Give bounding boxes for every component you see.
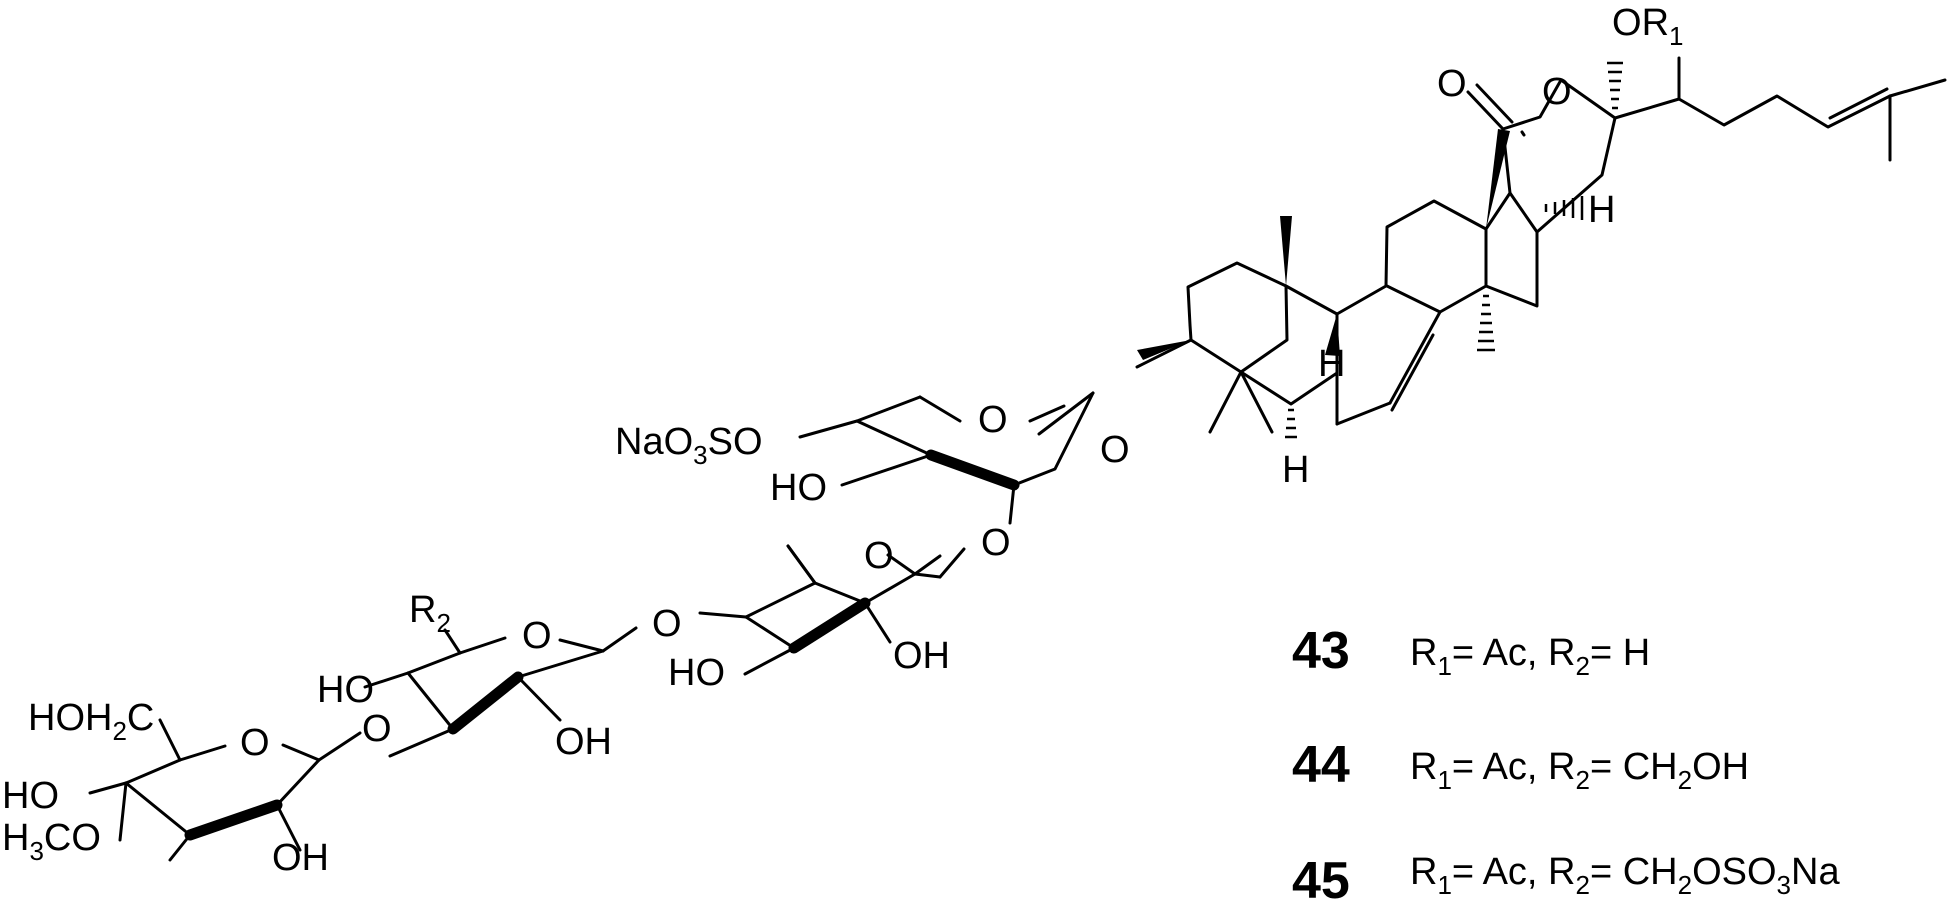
xylose-ring — [798, 391, 1095, 525]
lactone-o-label: O — [1542, 71, 1572, 113]
h-label: H — [1282, 449, 1309, 491]
compound-45: 45 R1= Ac, R2= CH2OSO3Na — [1292, 851, 1840, 907]
compound-substituents: R1= Ac, R2= CH2OSO3Na — [1410, 851, 1840, 900]
quinovose-ring — [698, 544, 966, 676]
glucose-ring — [363, 626, 638, 758]
ho-label: HO — [770, 467, 827, 509]
h3co-label: H3CO — [2, 817, 101, 866]
oh-label: OH — [272, 837, 329, 879]
link-o-label: O — [652, 603, 682, 645]
stereo-wedges — [1137, 129, 1510, 360]
ring-o-label: O — [522, 615, 552, 657]
compound-substituents: R1= Ac, R2= CH2OH — [1410, 746, 1749, 795]
compound-legend: 43 R1= Ac, R2= H 44 R1= Ac, R2= CH2OH 45… — [1292, 622, 1840, 907]
hoh2c-label: HOH2C — [28, 697, 154, 746]
h-label: H — [1588, 189, 1615, 231]
or1-label: OR1 — [1612, 2, 1683, 51]
compound-44: 44 R1= Ac, R2= CH2OH — [1292, 736, 1749, 795]
glycoside-o-label: O — [1100, 429, 1130, 471]
link-o-label: O — [362, 708, 392, 750]
aglycone-skeleton — [1135, 56, 1947, 434]
compound-number: 43 — [1292, 622, 1350, 680]
ring-o-label: O — [978, 399, 1008, 441]
ring-o-label: O — [240, 722, 270, 764]
naso3-label: NaO3SO — [615, 421, 763, 470]
ho-label: HO — [2, 775, 59, 817]
r2-label: R2 — [409, 589, 451, 638]
compound-number: 44 — [1292, 736, 1350, 794]
h-label: H — [1318, 343, 1345, 385]
ring-o-label: O — [864, 535, 894, 577]
methylglucose-ring — [88, 718, 362, 862]
compound-43: 43 R1= Ac, R2= H — [1292, 622, 1650, 681]
link-o-label: O — [981, 522, 1011, 564]
atom-labels: OR1 O O H H H O O NaO3SO HO O O HO OH O … — [2, 2, 1683, 879]
oh-label: OH — [555, 721, 612, 763]
compound-substituents: R1= Ac, R2= H — [1410, 632, 1650, 681]
oh-label: OH — [893, 635, 950, 677]
ho-label: HO — [668, 652, 725, 694]
compound-number: 45 — [1292, 852, 1350, 907]
stereo-hashes — [1285, 61, 1623, 439]
carbonyl-o-label: O — [1437, 63, 1467, 105]
ho-label: HO — [317, 669, 374, 711]
